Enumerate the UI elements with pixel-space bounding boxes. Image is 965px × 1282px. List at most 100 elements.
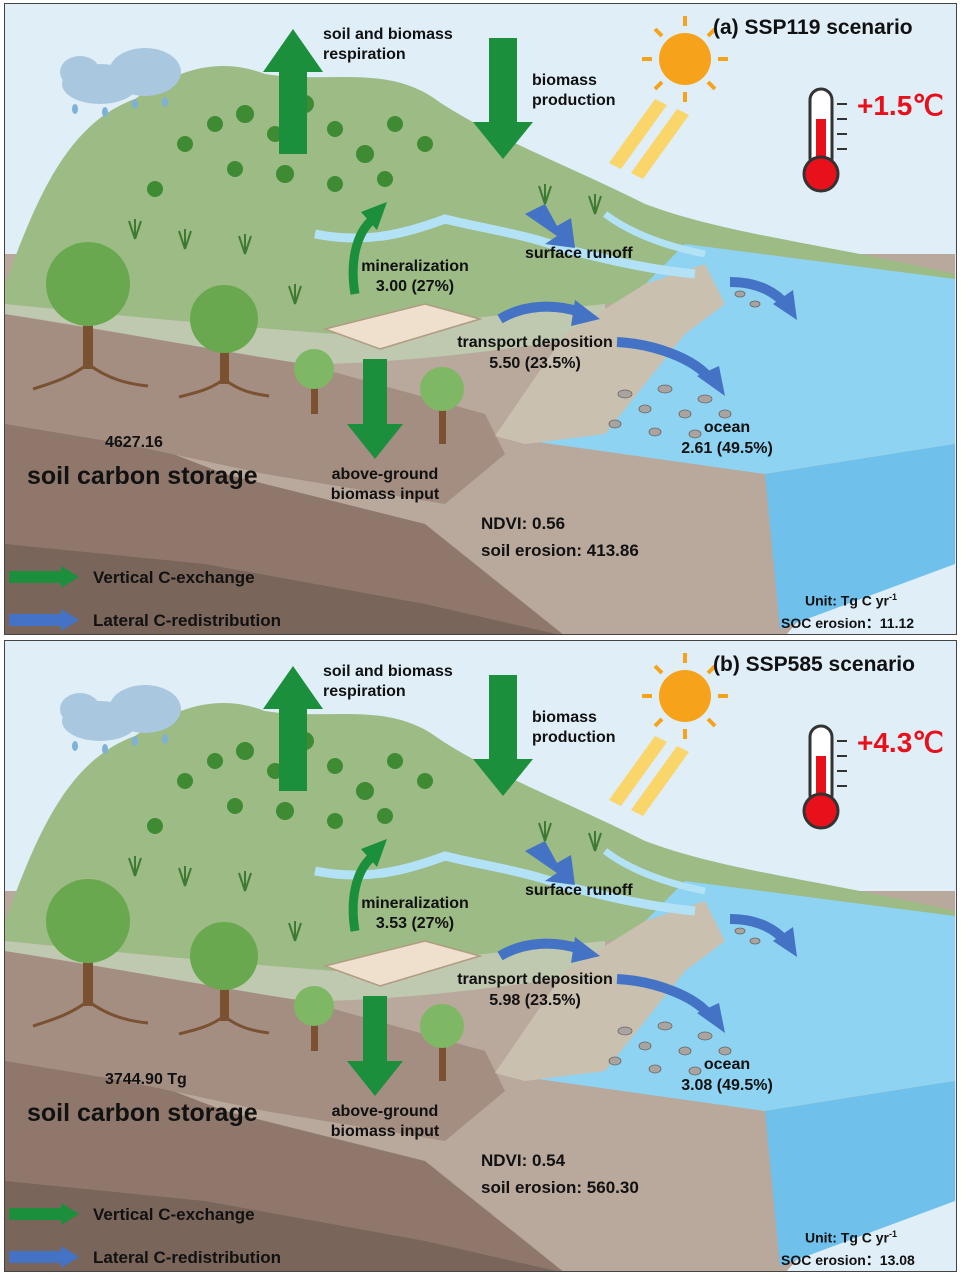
soil-stratum-mid xyxy=(5,314,505,504)
transport-arrow xyxy=(497,301,582,324)
soil-layer-bottom xyxy=(5,1181,557,1271)
storage-value: 4627.16 xyxy=(105,434,163,451)
storage-value: 3744.90 Tg xyxy=(105,1071,187,1088)
ocean-arrowhead xyxy=(697,366,725,396)
hill-trees xyxy=(147,95,433,197)
temperature-rise: +1.5℃ xyxy=(857,90,944,121)
ocean-value: 2.61 (49.5%) xyxy=(681,440,773,457)
green-arrow-icon xyxy=(9,566,79,588)
transport-label: transport deposition xyxy=(457,334,613,351)
legend-vertical-label: Vertical C-exchange xyxy=(93,568,255,587)
mineralization-value: 3.53 (27%) xyxy=(375,915,455,932)
unit-exponent: -1 xyxy=(889,1229,898,1239)
small-tree xyxy=(420,1004,464,1081)
ocean-label: ocean xyxy=(703,419,751,436)
legend-lateral-label: Lateral C-redistribution xyxy=(93,1248,281,1267)
surface-runoff-arrow xyxy=(525,204,575,248)
farm-plot xyxy=(322,940,483,987)
biomass-input-arrow xyxy=(347,359,403,459)
ndvi-value: NDVI: 0.54 xyxy=(481,1151,566,1170)
biomass-input-arrow xyxy=(347,996,403,1096)
panel-ssp119: (a) SSP119 scenario +1.5℃ soil and bioma… xyxy=(4,3,957,635)
respiration-arrow xyxy=(263,666,323,791)
large-tree xyxy=(32,879,149,1028)
unit-text: Unit: Tg C yr xyxy=(805,1229,889,1246)
ocean-label: ocean xyxy=(703,1056,751,1073)
transport-value: 5.50 (23.5%) xyxy=(489,355,581,372)
medium-tree xyxy=(178,285,270,399)
scenario-title: (b) SSP585 scenario xyxy=(713,653,915,676)
unit-text: Unit: Tg C yr xyxy=(805,592,889,609)
soil-erosion-value: soil erosion: 560.30 xyxy=(481,1178,639,1197)
storage-label: soil carbon storage xyxy=(27,1099,258,1127)
mineralization-arrowhead xyxy=(361,202,387,230)
soil-erosion-value: soil erosion: 413.86 xyxy=(481,541,639,560)
landscape-illustration xyxy=(5,16,955,634)
rain-cloud-icon xyxy=(60,48,181,117)
farm-plot xyxy=(322,303,483,350)
transport-arrowhead xyxy=(571,937,600,963)
mineralization-label: mineralization xyxy=(361,895,469,912)
unit-label: Unit: Tg C yr-1 xyxy=(805,1224,897,1248)
green-arrow-icon xyxy=(9,1203,79,1225)
hill-lower-slope xyxy=(5,941,605,1001)
transport-arrow xyxy=(497,938,582,961)
sunlight-rays xyxy=(609,99,689,179)
mineralization-value: 3.00 (27%) xyxy=(375,278,455,295)
ocean-front-face xyxy=(765,444,955,629)
mineralization-arrow xyxy=(348,215,377,295)
landscape-illustration xyxy=(5,653,955,1271)
surface-runoff-label: surface runoff xyxy=(525,882,633,899)
hill-lower-slope xyxy=(5,304,605,364)
ocean-value: 3.08 (49.5%) xyxy=(681,1077,773,1094)
sun-icon xyxy=(642,653,728,739)
rain-cloud-icon xyxy=(60,685,181,754)
ndvi-value: NDVI: 0.56 xyxy=(481,514,566,533)
medium-tree xyxy=(178,922,270,1036)
mineralization-arrow xyxy=(348,852,377,932)
river xyxy=(314,214,696,279)
coastline xyxy=(495,901,725,1081)
storage-label: soil carbon storage xyxy=(27,462,258,490)
unit-exponent: -1 xyxy=(889,592,898,602)
surface-runoff-arrow xyxy=(525,841,575,885)
small-tree xyxy=(420,367,464,444)
ocean-arrowhead xyxy=(697,1003,725,1033)
surface-runoff-label: surface runoff xyxy=(525,245,633,262)
soil-stratum-mid xyxy=(5,951,505,1141)
sun-icon xyxy=(642,16,728,102)
temperature-rise: +4.3℃ xyxy=(857,727,944,758)
thermometer-icon xyxy=(802,87,847,193)
small-tree xyxy=(294,349,334,414)
sunlight-rays xyxy=(609,736,689,816)
biomass-production-arrow xyxy=(473,38,533,159)
unit-label: Unit: Tg C yr-1 xyxy=(805,587,897,611)
mineralization-arrowhead xyxy=(361,839,387,867)
transport-arrowhead xyxy=(571,300,600,326)
transport-value: 5.98 (23.5%) xyxy=(489,992,581,1009)
transport-label: transport deposition xyxy=(457,971,613,988)
respiration-arrow xyxy=(263,29,323,154)
blue-arrow-icon xyxy=(9,1246,79,1268)
river-branch xyxy=(602,848,706,895)
large-tree xyxy=(32,242,149,391)
river xyxy=(314,851,696,916)
panel-ssp585: (b) SSP585 scenario +4.3℃ soil and bioma… xyxy=(4,640,957,1272)
offshore-arrowhead xyxy=(773,927,797,957)
thermometer-icon xyxy=(802,724,847,830)
offshore-arrowhead xyxy=(773,290,797,320)
biomass-production-arrow xyxy=(473,675,533,796)
grass xyxy=(128,184,602,305)
scenario-title: (a) SSP119 scenario xyxy=(713,16,913,39)
blue-arrow-icon xyxy=(9,609,79,631)
legend-lateral-label: Lateral C-redistribution xyxy=(93,611,281,630)
grass xyxy=(128,821,602,942)
mineralization-label: mineralization xyxy=(361,258,469,275)
legend-vertical-label: Vertical C-exchange xyxy=(93,1205,255,1224)
